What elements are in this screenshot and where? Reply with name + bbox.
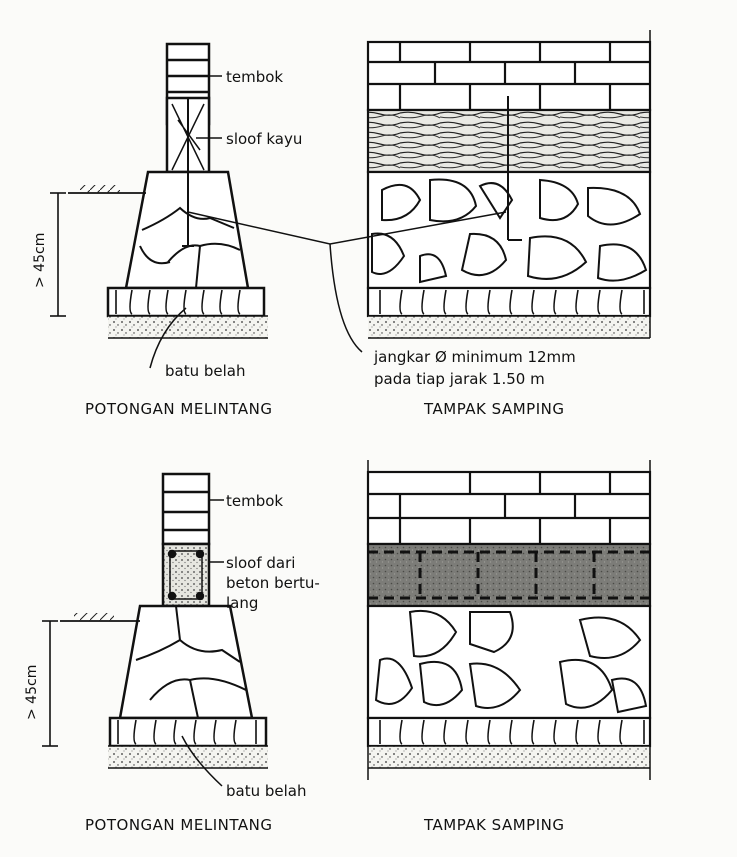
top-side-view <box>187 30 652 353</box>
anchor-note-line2: pada tiap jarak 1.50 m <box>374 370 545 388</box>
caption-top-side: TAMPAK SAMPING <box>423 400 564 418</box>
label-batu-belah: batu belah <box>165 362 246 380</box>
top-cross-section <box>50 42 268 369</box>
anchor-note-line1: jangkar Ø minimum 12mm <box>373 348 576 366</box>
label-tembok: tembok <box>226 68 283 86</box>
label-tembok-bottom: tembok <box>226 492 283 510</box>
dimension-depth-bottom: > 45cm <box>24 665 40 720</box>
caption-bottom-side: TAMPAK SAMPING <box>423 816 564 834</box>
label-sloof-beton-2: beton bertu- <box>226 574 320 592</box>
label-sloof-kayu: sloof kayu <box>226 130 302 148</box>
caption-top-section: POTONGAN MELINTANG <box>85 400 272 418</box>
label-batu-belah-bottom: batu belah <box>226 782 307 800</box>
bottom-cross-section <box>42 472 268 787</box>
label-sloof-beton-1: sloof dari <box>226 554 295 572</box>
bottom-side-view <box>366 460 652 780</box>
label-sloof-beton-3: lang <box>226 594 258 612</box>
caption-bottom-section: POTONGAN MELINTANG <box>85 816 272 834</box>
dimension-depth: > 45cm <box>32 233 48 288</box>
